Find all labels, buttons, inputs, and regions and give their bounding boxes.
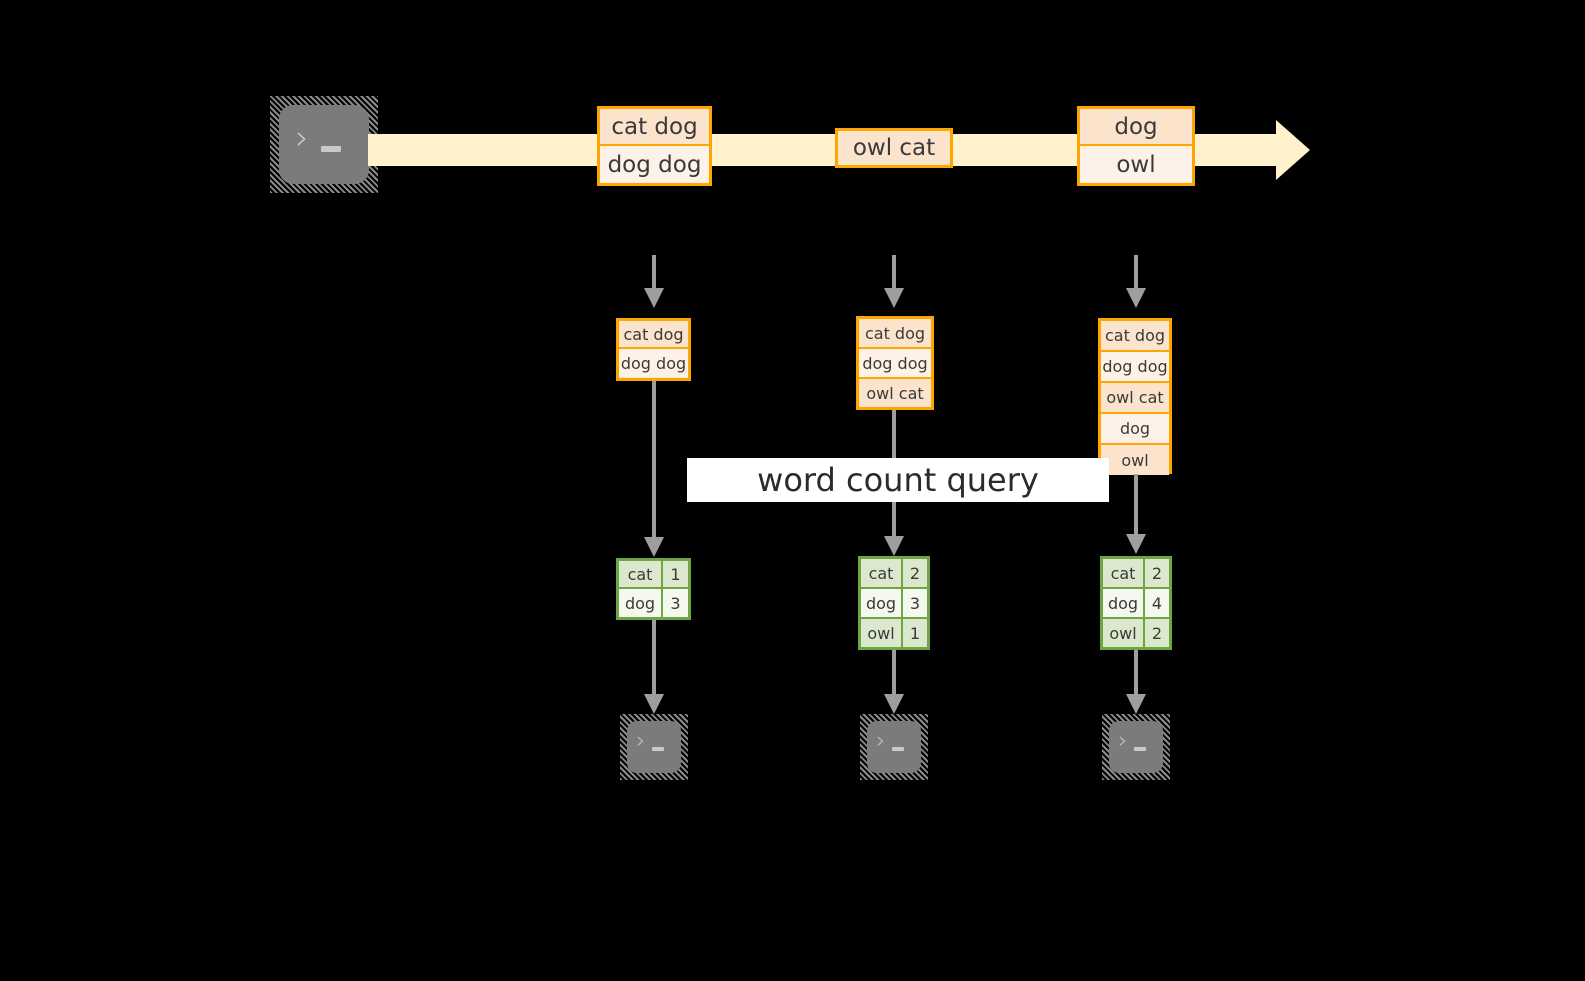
terminal-screen: ›: [627, 721, 681, 773]
terminal-screen: ›: [1109, 721, 1163, 773]
snapshot-1-output-arrow: [644, 620, 664, 714]
stream-message-row: cat dog: [600, 109, 709, 146]
stream-message-row: dog: [1080, 109, 1192, 146]
terminal-prompt-chevron-icon: ›: [1118, 728, 1128, 755]
snapshot-input-row: owl cat: [1101, 383, 1169, 414]
snapshot-input-row: dog dog: [1101, 352, 1169, 383]
query-band: word count query: [687, 458, 1109, 502]
terminal-prompt-underscore-icon: [1134, 747, 1146, 751]
snapshot-input-row: owl cat: [859, 379, 931, 407]
result-word: owl: [861, 619, 903, 647]
terminal-prompt-underscore-icon: [321, 146, 342, 153]
snapshot-input-row: dog: [1101, 414, 1169, 445]
result-count: 3: [903, 589, 927, 617]
result-word: dog: [619, 589, 663, 617]
terminal-prompt-chevron-icon: ›: [876, 728, 886, 755]
result-word: cat: [861, 559, 903, 587]
stream-tap-arrow-1: [644, 255, 664, 308]
snapshot-input-row: owl: [1101, 445, 1169, 475]
result-count: 2: [1145, 559, 1169, 587]
terminal-prompt-underscore-icon: [652, 747, 664, 751]
result-count: 2: [903, 559, 927, 587]
result-count: 3: [663, 589, 688, 617]
snapshot-2-consumer-terminal-icon: ›: [860, 714, 928, 780]
snapshot-2-output-arrow: [884, 650, 904, 714]
snapshot-input-row: cat dog: [619, 321, 688, 349]
snapshot-3-result-table: cat 2 dog 4 owl 2: [1100, 556, 1172, 650]
snapshot-3-output-arrow: [1126, 650, 1146, 714]
result-word: owl: [1103, 619, 1145, 647]
result-count: 1: [663, 561, 688, 587]
stream-tap-arrow-2: [884, 255, 904, 308]
table-row: cat 1: [619, 561, 688, 589]
result-count: 1: [903, 619, 927, 647]
snapshot-input-row: cat dog: [859, 319, 931, 349]
table-row: owl 2: [1103, 619, 1169, 647]
stream-message-row: owl: [1080, 146, 1192, 183]
producer-terminal-icon: ›: [270, 96, 378, 193]
snapshot-1-consumer-terminal-icon: ›: [620, 714, 688, 780]
snapshot-3-input-stack: cat dog dog dog owl cat dog owl: [1098, 318, 1172, 475]
table-row: dog 3: [619, 589, 688, 617]
snapshot-1-result-table: cat 1 dog 3: [616, 558, 691, 620]
stream-tap-arrow-3: [1126, 255, 1146, 308]
terminal-prompt-underscore-icon: [892, 747, 904, 751]
snapshot-input-row: dog dog: [859, 349, 931, 379]
result-word: cat: [1103, 559, 1145, 587]
snapshot-1-query-arrow: [644, 381, 664, 557]
table-row: cat 2: [1103, 559, 1169, 589]
result-word: dog: [1103, 589, 1145, 617]
table-row: owl 1: [861, 619, 927, 647]
terminal-screen: ›: [867, 721, 921, 773]
result-count: 2: [1145, 619, 1169, 647]
terminal-prompt-chevron-icon: ›: [295, 117, 309, 158]
snapshot-3-query-arrow: [1126, 474, 1146, 554]
result-count: 4: [1145, 589, 1169, 617]
snapshot-input-row: dog dog: [619, 349, 688, 377]
snapshot-1-input-stack: cat dog dog dog: [616, 318, 691, 381]
stream-message-3: dog owl: [1077, 106, 1195, 186]
result-word: cat: [619, 561, 663, 587]
terminal-prompt-chevron-icon: ›: [636, 728, 646, 755]
table-row: cat 2: [861, 559, 927, 589]
result-word: dog: [861, 589, 903, 617]
snapshot-3-consumer-terminal-icon: ›: [1102, 714, 1170, 780]
stream-message-2: owl cat: [835, 128, 953, 168]
query-band-label: word count query: [757, 461, 1039, 499]
table-row: dog 3: [861, 589, 927, 619]
snapshot-2-result-table: cat 2 dog 3 owl 1: [858, 556, 930, 650]
snapshot-input-row: cat dog: [1101, 321, 1169, 352]
stream-message-1: cat dog dog dog: [597, 106, 712, 186]
stream-message-row: owl cat: [838, 131, 950, 165]
terminal-screen: ›: [279, 105, 369, 184]
snapshot-2-input-stack: cat dog dog dog owl cat: [856, 316, 934, 410]
stream-message-row: dog dog: [600, 146, 709, 183]
table-row: dog 4: [1103, 589, 1169, 619]
